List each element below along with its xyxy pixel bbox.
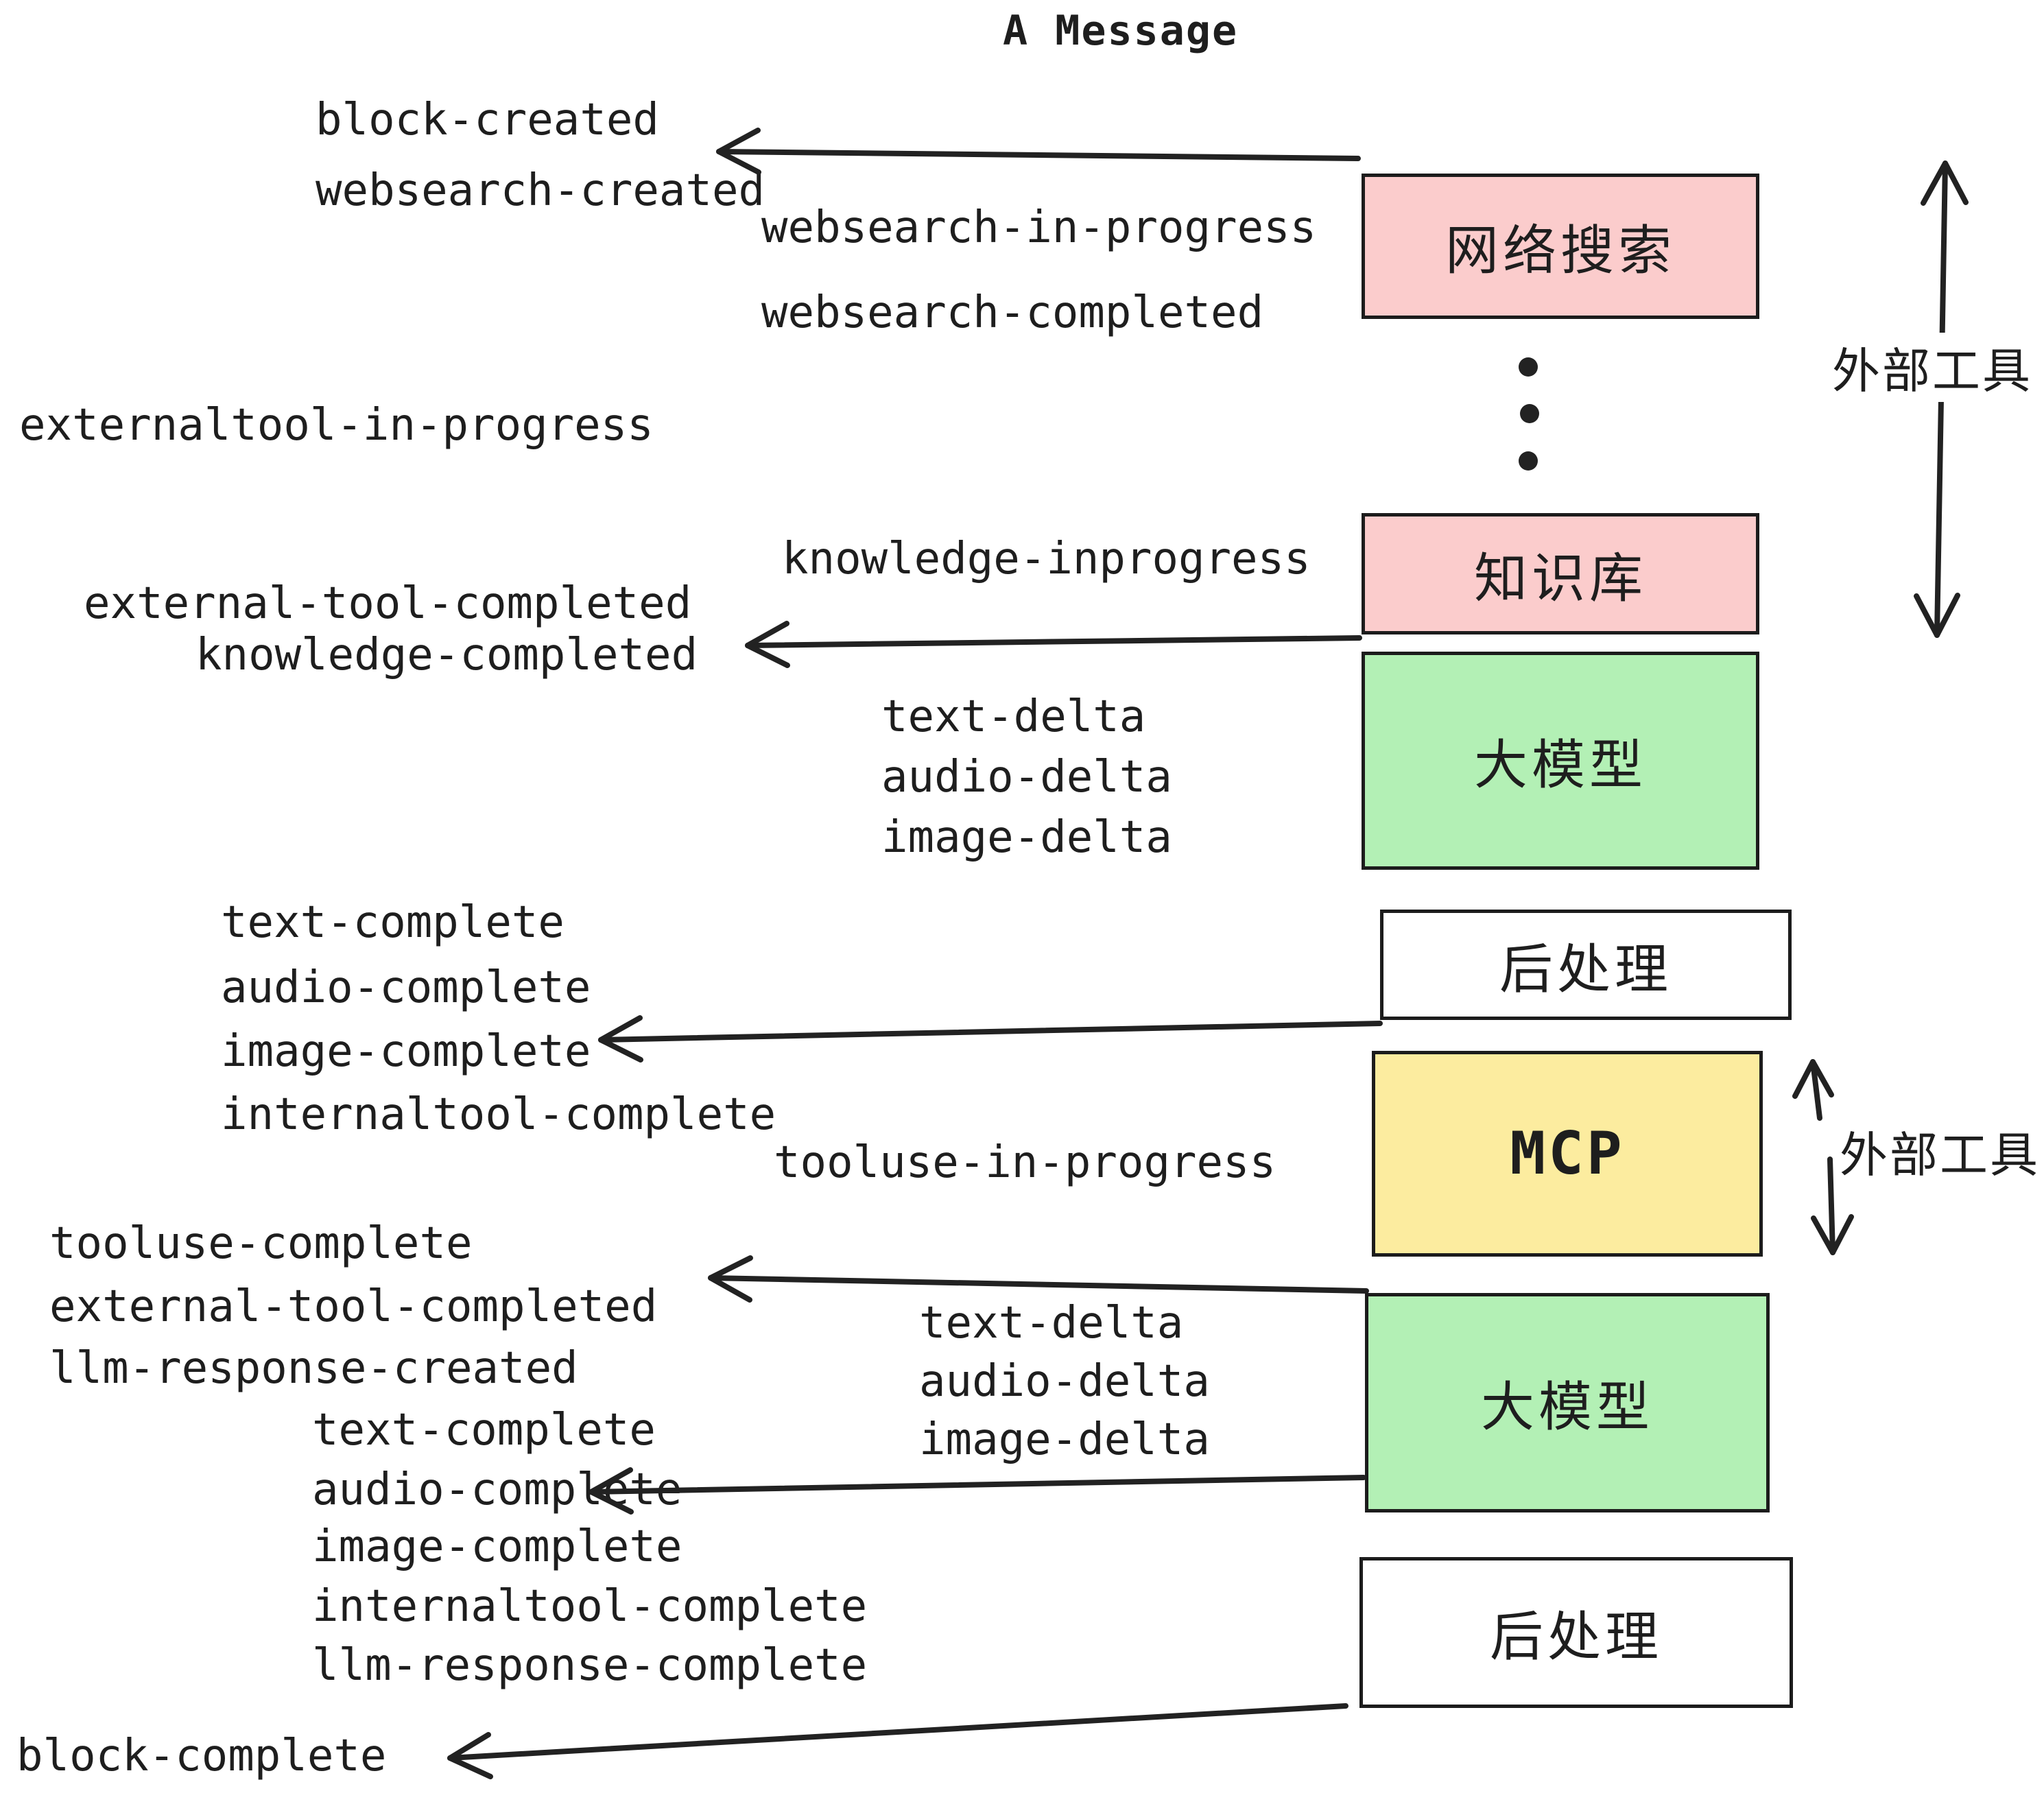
event-label-block-created: block-created xyxy=(316,95,659,145)
side-label-external-tools-top: 外部工具 xyxy=(1828,333,2036,402)
ellipsis-dots xyxy=(1519,357,1539,471)
arrow-block-created xyxy=(719,130,1358,172)
event-label-image-delta-2: image-delta xyxy=(919,1414,1210,1465)
event-label-internaltool-complete-1: internaltool-complete xyxy=(221,1089,776,1140)
event-label-audio-delta-1: audio-delta xyxy=(881,752,1172,803)
event-label-knowledge-inprogress: knowledge-inprogress xyxy=(782,534,1311,584)
event-label-image-delta-1: image-delta xyxy=(881,812,1172,863)
event-label-llm-response-created: llm-response-created xyxy=(49,1343,578,1394)
event-label-image-complete-2: image-complete xyxy=(312,1521,682,1572)
box-websearch: 网络搜索 xyxy=(1362,174,1759,319)
box-postprocess-2: 后处理 xyxy=(1359,1557,1793,1708)
diagram-title: A Message xyxy=(1003,7,1239,55)
arrow-complete-group-1 xyxy=(601,1018,1380,1060)
arrow-complete-group-2 xyxy=(591,1470,1364,1512)
event-label-external-tool-completed-2: external-tool-completed xyxy=(49,1281,658,1332)
double-arrow-external-tools-bottom xyxy=(1795,1062,1851,1253)
arrow-tooluse-complete xyxy=(711,1258,1366,1300)
side-label-external-tools-bottom: 外部工具 xyxy=(1835,1117,2044,1186)
event-label-llm-response-complete: llm-response-complete xyxy=(312,1640,868,1691)
event-label-text-complete-1: text-complete xyxy=(221,897,565,948)
box-llm-1-label: 大模型 xyxy=(1473,735,1647,796)
box-postprocess-1: 后处理 xyxy=(1380,910,1792,1020)
box-mcp-label: MCP xyxy=(1510,1119,1625,1188)
event-label-tooluse-in-progress: tooluse-in-progress xyxy=(774,1137,1276,1188)
event-label-block-complete: block-complete xyxy=(16,1731,387,1781)
event-label-external-tool-completed-1: external-tool-completed xyxy=(84,578,692,629)
box-knowledge: 知识库 xyxy=(1362,513,1759,634)
box-websearch-label: 网络搜索 xyxy=(1445,220,1676,282)
event-label-text-delta-1: text-delta xyxy=(881,691,1146,742)
arrow-block-complete xyxy=(450,1706,1346,1777)
box-llm-2: 大模型 xyxy=(1365,1293,1770,1512)
event-label-tooluse-complete: tooluse-complete xyxy=(49,1218,473,1269)
event-label-websearch-completed: websearch-completed xyxy=(761,287,1264,338)
event-label-knowledge-completed: knowledge-completed xyxy=(195,630,698,680)
box-mcp: MCP xyxy=(1372,1051,1763,1257)
box-llm-2-label: 大模型 xyxy=(1480,1377,1654,1438)
event-label-text-delta-2: text-delta xyxy=(919,1298,1184,1349)
event-label-text-complete-2: text-complete xyxy=(312,1405,656,1456)
event-label-websearch-in-progress: websearch-in-progress xyxy=(761,202,1317,253)
arrow-knowledge-completed xyxy=(748,624,1359,665)
event-label-internaltool-complete-2: internaltool-complete xyxy=(312,1581,868,1632)
event-label-audio-delta-2: audio-delta xyxy=(919,1356,1210,1407)
box-postprocess-1-label: 后处理 xyxy=(1499,938,1672,1001)
event-label-image-complete-1: image-complete xyxy=(221,1026,591,1077)
box-knowledge-label: 知识库 xyxy=(1473,547,1647,610)
box-postprocess-2-label: 后处理 xyxy=(1489,1606,1663,1668)
event-label-audio-complete-1: audio-complete xyxy=(221,962,591,1013)
box-llm-1: 大模型 xyxy=(1362,652,1759,870)
event-label-websearch-created: websearch-created xyxy=(316,165,765,216)
event-label-externaltool-in-progress: externaltool-in-progress xyxy=(19,400,654,451)
